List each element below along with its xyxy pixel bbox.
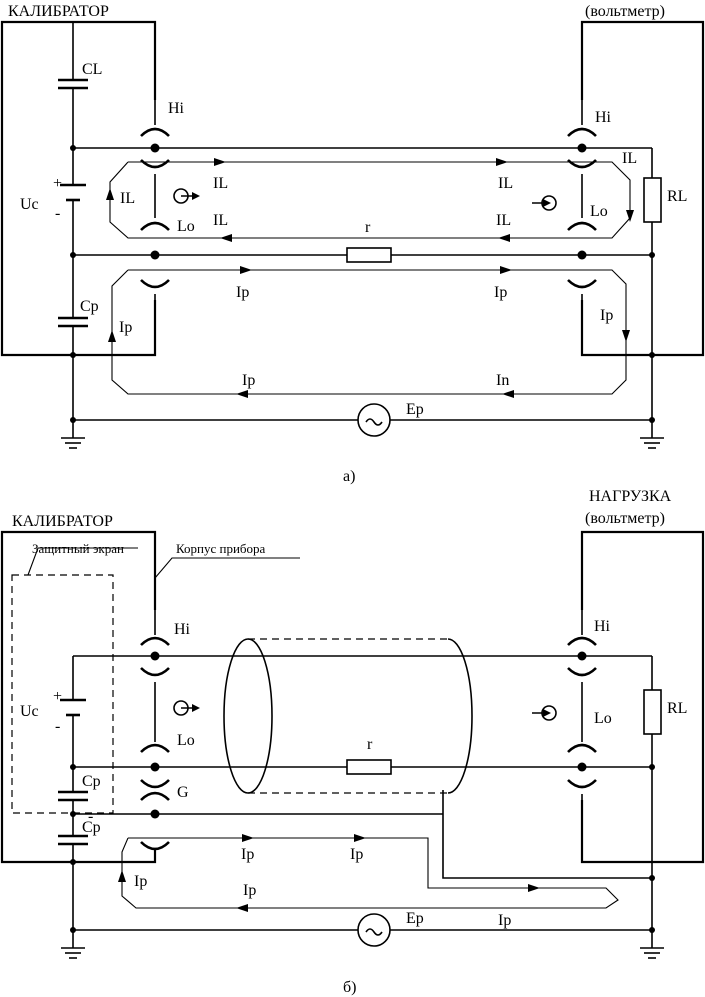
ep-source-b: [357, 913, 391, 947]
caption-a: а): [343, 468, 355, 485]
resistor-rl-b: [643, 689, 662, 735]
label-plus-b: +: [53, 688, 62, 705]
battery-uc-b: [60, 698, 86, 717]
battery-uc: [60, 183, 86, 202]
label-rl-b: RL: [667, 700, 687, 717]
capacitor-cp1-b: [58, 790, 88, 802]
label-hi-right-b: Hi: [594, 618, 611, 635]
capacitor-cp: [58, 316, 88, 328]
label-r-b: r: [367, 736, 373, 753]
label-ip-3: Ip: [119, 319, 132, 336]
rotation-icon-right-a: [532, 195, 557, 211]
label-plus-a: +: [53, 175, 62, 192]
label-minus-a: -: [55, 205, 60, 222]
load-box-a: [580, 20, 705, 357]
ground-right-b: [640, 947, 664, 959]
load-box-b: [580, 530, 705, 864]
label-uc-b: Uc: [20, 703, 39, 720]
label-ip-b-5: Ip: [498, 912, 511, 929]
calibrator-title-a: КАЛИБРАТОР: [8, 3, 109, 20]
label-il-3: IL: [498, 175, 513, 192]
caption-b: б): [343, 979, 356, 996]
label-cl: CL: [82, 61, 102, 78]
label-cp1-b: Cp: [82, 773, 101, 790]
label-g: G: [177, 784, 189, 801]
label-il-1: IL: [120, 190, 135, 207]
label-ip-1: Ip: [236, 284, 249, 301]
label-r-a: r: [365, 219, 371, 236]
label-il-2: IL: [213, 175, 228, 192]
label-ip-4: Ip: [600, 307, 613, 324]
load-title-b-2: (вольтметр): [585, 510, 665, 527]
capacitor-cp2-b: [58, 834, 88, 846]
load-title-a: (вольтметр): [585, 3, 665, 20]
label-ip-2: Ip: [494, 284, 507, 301]
case-label: Корпус прибора: [176, 541, 266, 556]
label-il-6: IL: [496, 212, 511, 229]
ground-left-b: [61, 947, 85, 959]
ground-left-a: [61, 420, 85, 449]
label-rl-a: RL: [667, 188, 687, 205]
calibrator-title-b: КАЛИБРАТОР: [12, 513, 113, 530]
diagram-a: КАЛИБРАТОР (вольтметр) CL Uc + - Cp Hi L…: [0, 3, 705, 485]
calibrator-box-b: [0, 530, 157, 864]
ip-loop: [111, 269, 627, 395]
capacitor-cl: [58, 78, 88, 90]
cable-shield: [223, 638, 473, 794]
label-lo-left-b: Lo: [177, 732, 195, 749]
label-ep-b: Ep: [406, 910, 424, 927]
ep-source-a: [357, 403, 391, 437]
resistor-rl-a: [643, 177, 662, 223]
shield-label: Защитный экран: [32, 541, 124, 556]
label-cp-a: Cp: [80, 298, 99, 315]
resistor-r-a: [346, 247, 392, 263]
ground-right-a: [640, 437, 664, 449]
protective-shield: [11, 574, 114, 814]
label-ep-a: Ep: [406, 401, 424, 418]
label-ip-5: Ip: [242, 372, 255, 389]
label-il-5: IL: [213, 212, 228, 229]
label-lo-right-a: Lo: [590, 203, 608, 220]
label-ip-b-4: Ip: [243, 882, 256, 899]
label-cp2-b: Cp: [82, 819, 101, 836]
rotation-icon-left-b: [173, 700, 200, 716]
load-title-b-1: НАГРУЗКА: [589, 488, 672, 505]
calibrator-box-a: [0, 20, 157, 357]
label-ip-b-2: Ip: [350, 846, 363, 863]
label-hi-right-a: Hi: [595, 109, 612, 126]
label-ip-b-1: Ip: [241, 846, 254, 863]
resistor-r-b: [346, 759, 392, 775]
label-in: In: [496, 372, 509, 389]
ip-loop-b: [121, 837, 619, 909]
label-il-4: IL: [622, 150, 637, 167]
rotation-icon-right-b: [532, 705, 557, 721]
label-uc-a: Uc: [20, 196, 39, 213]
diagram-b: КАЛИБРАТОР НАГРУЗКА (вольтметр) Защитный…: [0, 488, 705, 996]
label-ip-b-3: Ip: [134, 873, 147, 890]
label-minus2-b: -: [88, 808, 93, 825]
label-lo-right-b: Lo: [594, 710, 612, 727]
label-lo-left-a: Lo: [177, 218, 195, 235]
label-hi-left-a: Hi: [168, 100, 185, 117]
rotation-icon-left-a: [173, 188, 200, 204]
label-minus-b: -: [55, 718, 60, 735]
label-hi-left-b: Hi: [174, 621, 191, 638]
